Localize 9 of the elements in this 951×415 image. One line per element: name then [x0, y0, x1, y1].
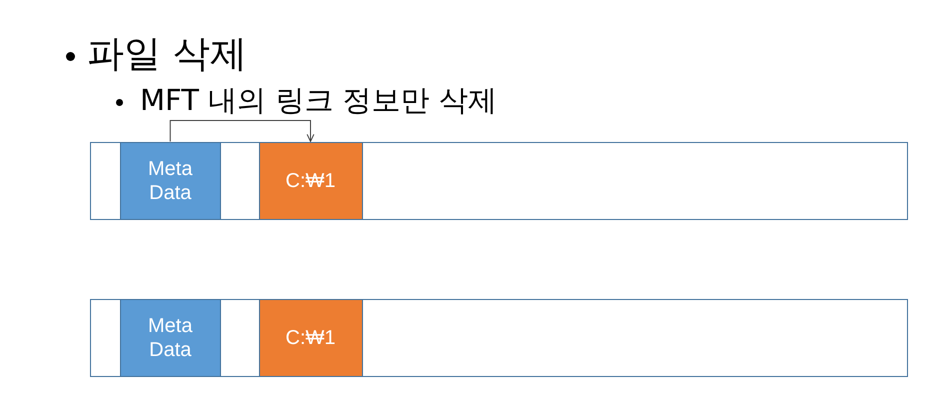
metadata-box: Meta Data	[120, 298, 220, 376]
metadata-box: Meta Data	[120, 142, 220, 220]
file-entry-box: C:₩1	[258, 298, 362, 376]
connector-arrow	[170, 120, 314, 142]
storage-strip	[90, 299, 908, 377]
file-entry-box: C:₩1	[258, 142, 362, 220]
storage-strip	[90, 142, 908, 220]
heading-text: 파일 삭제	[87, 35, 247, 72]
bullet-text: MFT 내의 링크 정보만 삭제	[140, 86, 497, 115]
